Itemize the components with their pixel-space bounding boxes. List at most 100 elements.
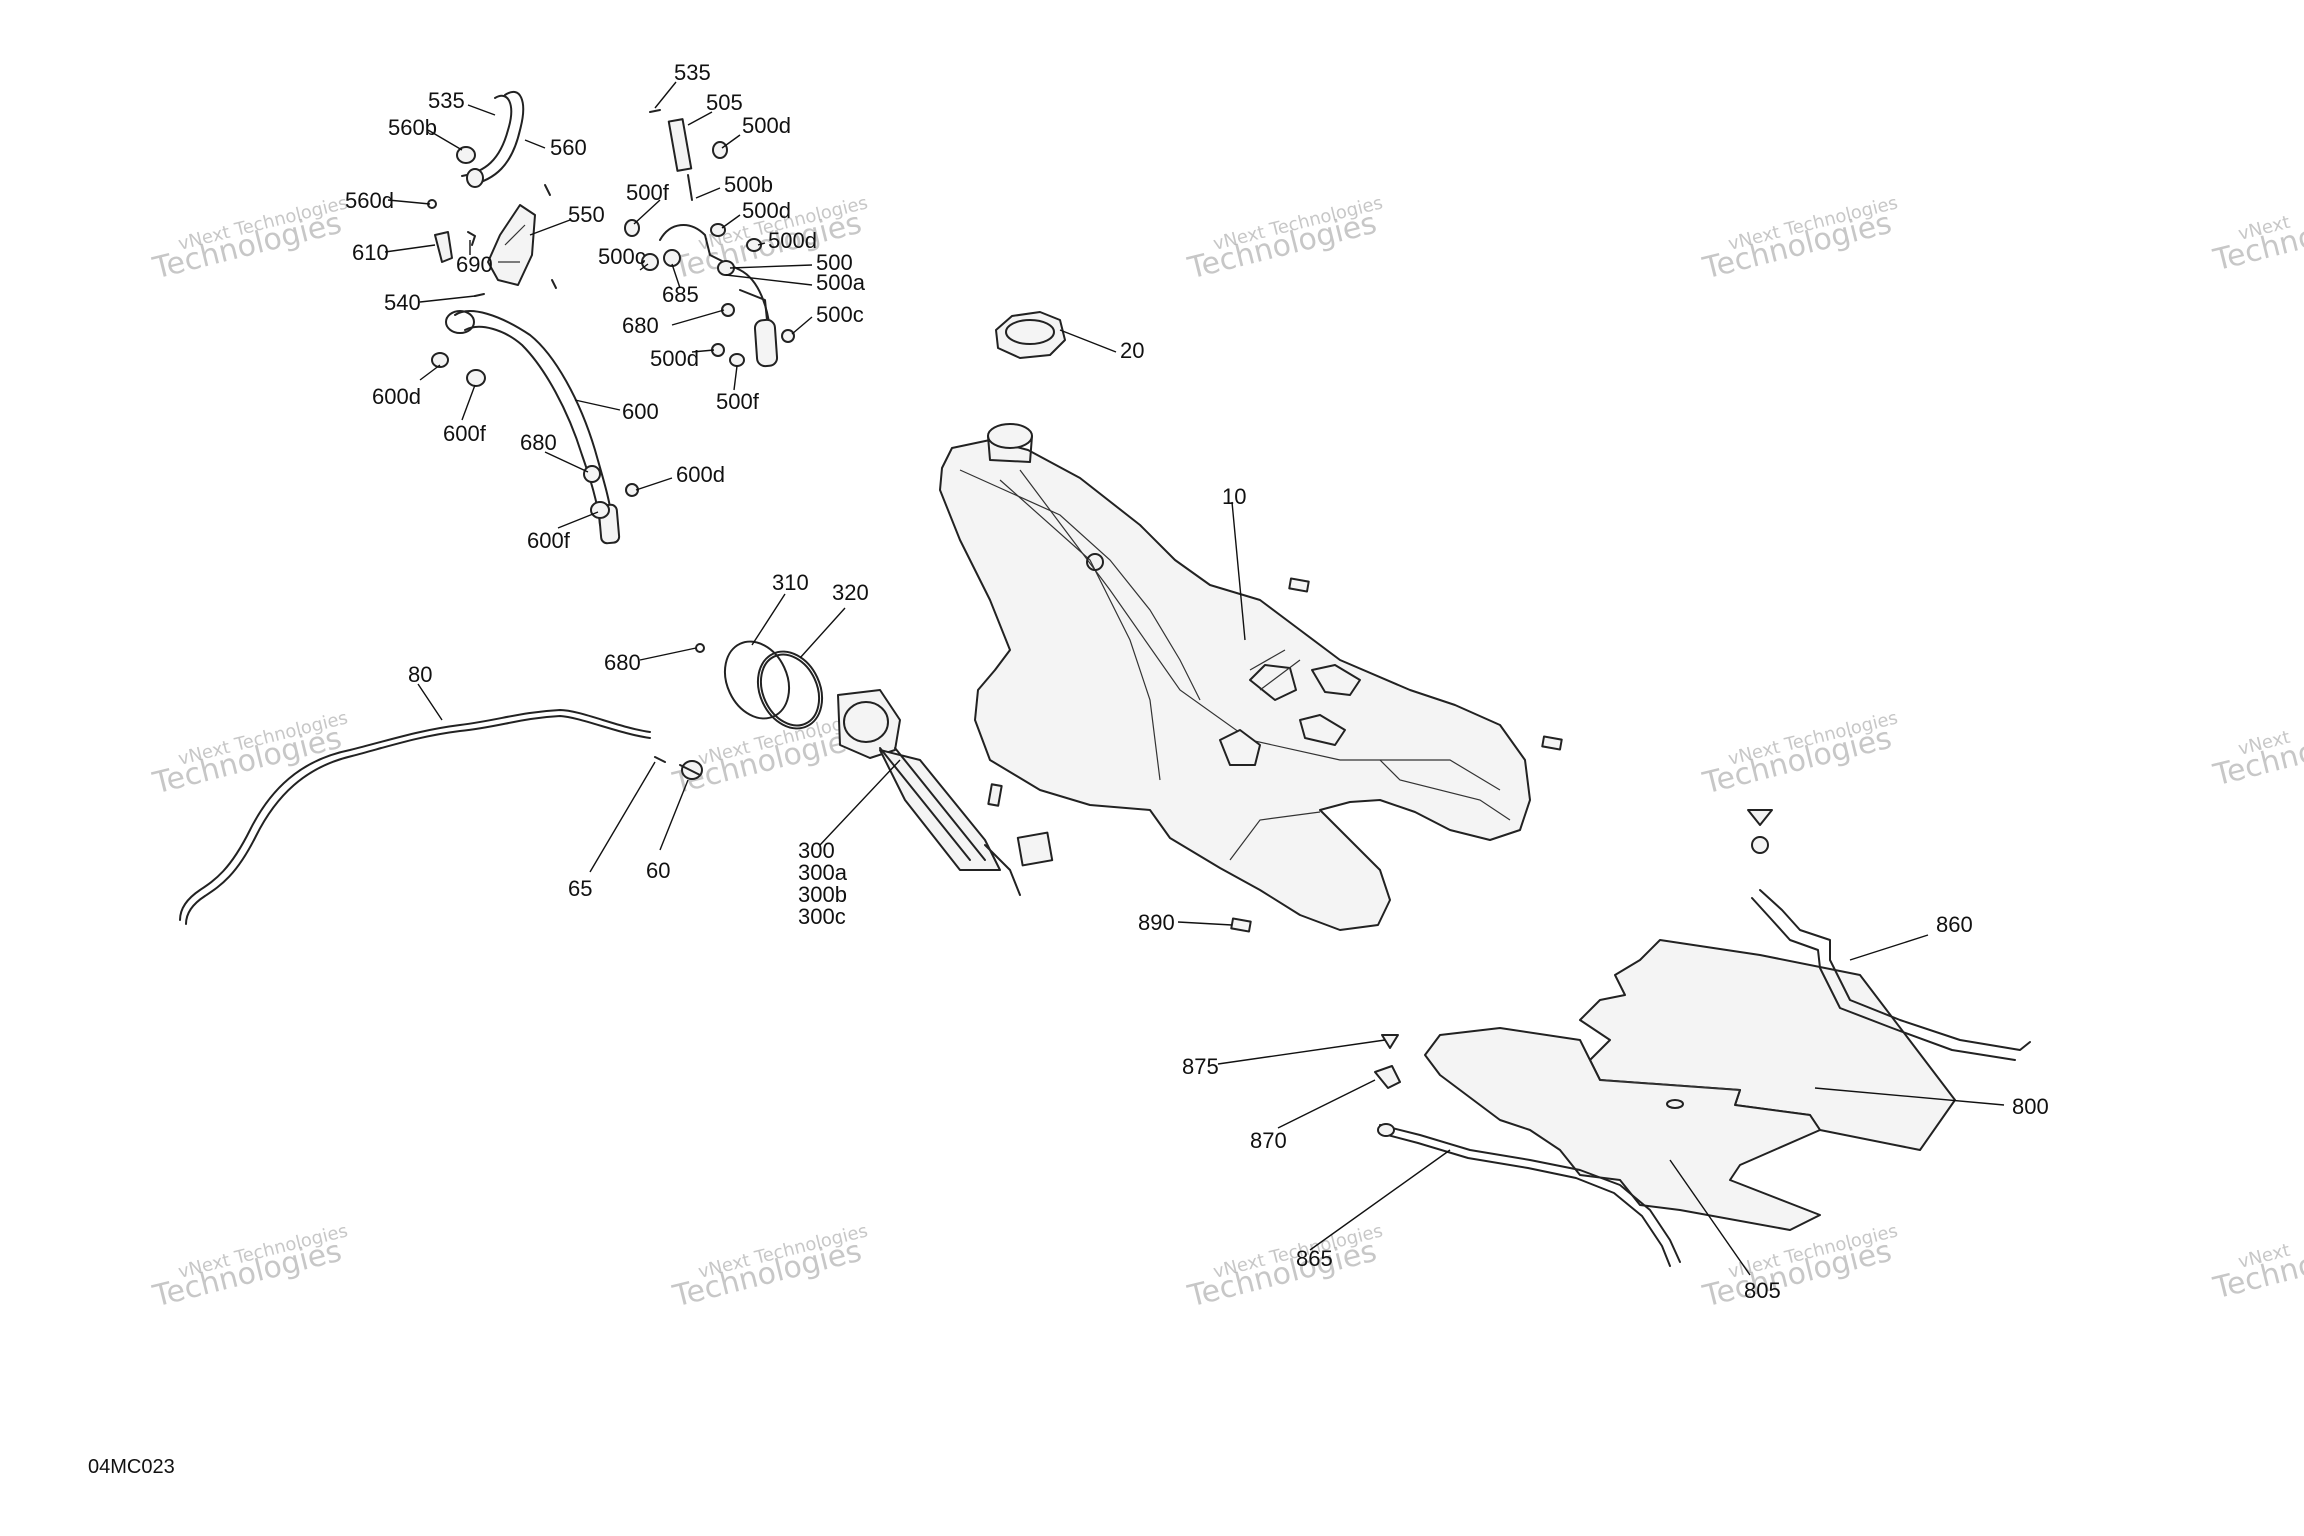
watermark: vNext Technologies Technologies <box>669 1220 870 1314</box>
clamp-600f-b <box>590 501 610 519</box>
clamp-65 <box>654 756 666 763</box>
leader-500f-a <box>633 199 661 225</box>
callout-labels: 535 560b 560 560d 550 610 690 540 600d 6… <box>345 60 2049 1303</box>
leader-535a <box>467 104 496 116</box>
clamp-560d-upper <box>466 168 484 188</box>
leader-500f-b <box>733 365 738 391</box>
callout-500d: 500d <box>742 113 791 138</box>
tank-hatch <box>1249 649 1301 691</box>
clamp-500f-b <box>729 353 745 367</box>
leader-550 <box>529 219 571 236</box>
clamp-600f <box>466 369 486 387</box>
callout-560b: 560b <box>388 115 437 140</box>
clamp-560b <box>456 146 476 164</box>
leader-65 <box>589 761 656 873</box>
tank-boss <box>1086 553 1104 571</box>
callout-500: 500 <box>816 250 853 275</box>
tank-ridge-4 <box>1229 811 1321 861</box>
screw-875 <box>1381 1034 1399 1049</box>
callout-680: 680 <box>520 430 557 455</box>
callout-80: 80 <box>408 662 432 687</box>
leader-10 <box>1231 501 1246 641</box>
tube-500b <box>687 174 693 201</box>
bracket-865-edge <box>1379 1132 1671 1267</box>
vent-hose-560 <box>469 90 525 186</box>
pump-cap <box>843 701 889 743</box>
bolt-860 <box>1747 809 1773 826</box>
watermark: vNext Technologies Technologies <box>149 707 350 801</box>
fuel-cap-20 <box>995 311 1066 359</box>
callout-540: 540 <box>384 290 421 315</box>
leader-500d-d <box>691 349 715 353</box>
hose-600 <box>454 310 613 521</box>
pump-rails <box>879 747 986 861</box>
leader-500a <box>725 274 813 286</box>
callout-20: 20 <box>1120 338 1144 363</box>
pad-890 <box>1230 917 1252 933</box>
bracket-550-detail <box>498 224 526 263</box>
fuel-tank-10 <box>939 423 1563 933</box>
filler-neck <box>987 423 1033 449</box>
hose-500-end <box>753 318 779 368</box>
clamp-685 <box>663 249 681 267</box>
fuel-line-80 <box>179 709 651 921</box>
callout-600d-b: 600d <box>676 462 725 487</box>
screw-680 <box>695 643 705 653</box>
callout-300: 300 <box>798 838 835 863</box>
tank-ridge-2 <box>999 479 1161 781</box>
callout-500d-c: 500d <box>768 228 817 253</box>
callout-550: 550 <box>568 202 605 227</box>
watermark: vNext Technologies <box>2209 713 2304 794</box>
hose-600-edge <box>464 325 601 526</box>
leader-860 <box>1849 934 1929 961</box>
skid-plate-assembly <box>1374 809 2031 1267</box>
leader-875 <box>1217 1039 1386 1065</box>
bracket-550 <box>487 204 536 286</box>
callout-610: 610 <box>352 240 389 265</box>
callout-500b: 500b <box>724 172 773 197</box>
leader-680a <box>544 451 589 473</box>
filter-505 <box>667 118 693 172</box>
bracket-860-edge <box>1751 897 2016 1061</box>
diagram-code: 04MC023 <box>88 1456 175 1478</box>
leader-870 <box>1277 1079 1376 1129</box>
gasket-320 <box>756 650 824 730</box>
callout-505: 505 <box>706 90 743 115</box>
callout-65: 65 <box>568 876 592 901</box>
watermark: vNext Technologies Technologies <box>1699 1220 1900 1314</box>
fastener-860 <box>1751 836 1769 854</box>
clamp-500d-c <box>710 223 726 237</box>
vent-valve-assembly <box>624 109 795 368</box>
pump-pickup <box>984 844 1021 896</box>
leader-805 <box>1669 1159 1751 1276</box>
leader-lines <box>384 81 2005 1276</box>
screw-535 <box>649 109 661 113</box>
callout-500c-b: 500c <box>598 244 646 269</box>
callout-10: 10 <box>1222 484 1246 509</box>
leader-320 <box>799 607 846 659</box>
clamp-600d <box>431 352 449 368</box>
callout-685: 685 <box>662 282 699 307</box>
clip-610 <box>434 231 453 263</box>
hose-500 <box>659 224 776 356</box>
callout-500f-b: 500f <box>716 389 760 414</box>
tank-mount-right <box>1249 664 1297 701</box>
leader-500d-c <box>757 242 766 246</box>
screw-right <box>551 279 557 289</box>
svg-text:Technologies: Technologies <box>2209 1226 2304 1307</box>
tank-mount-left <box>1219 729 1261 766</box>
pump-body <box>879 749 1001 871</box>
watermark: vNext Technologies Technologies <box>149 192 350 286</box>
leader-505 <box>687 111 713 126</box>
callout-875: 875 <box>1182 1054 1219 1079</box>
callout-500f: 500f <box>626 180 670 205</box>
callout-800: 800 <box>2012 1094 2049 1119</box>
leader-500d-b <box>721 214 741 229</box>
clamp-500f <box>624 219 640 237</box>
screw-top <box>544 184 551 196</box>
callout-500d-d: 500d <box>650 346 699 371</box>
svg-text:Technologies: Technologies <box>2209 713 2304 794</box>
callout-500a: 500a <box>816 270 866 295</box>
screw-690 <box>467 231 476 246</box>
